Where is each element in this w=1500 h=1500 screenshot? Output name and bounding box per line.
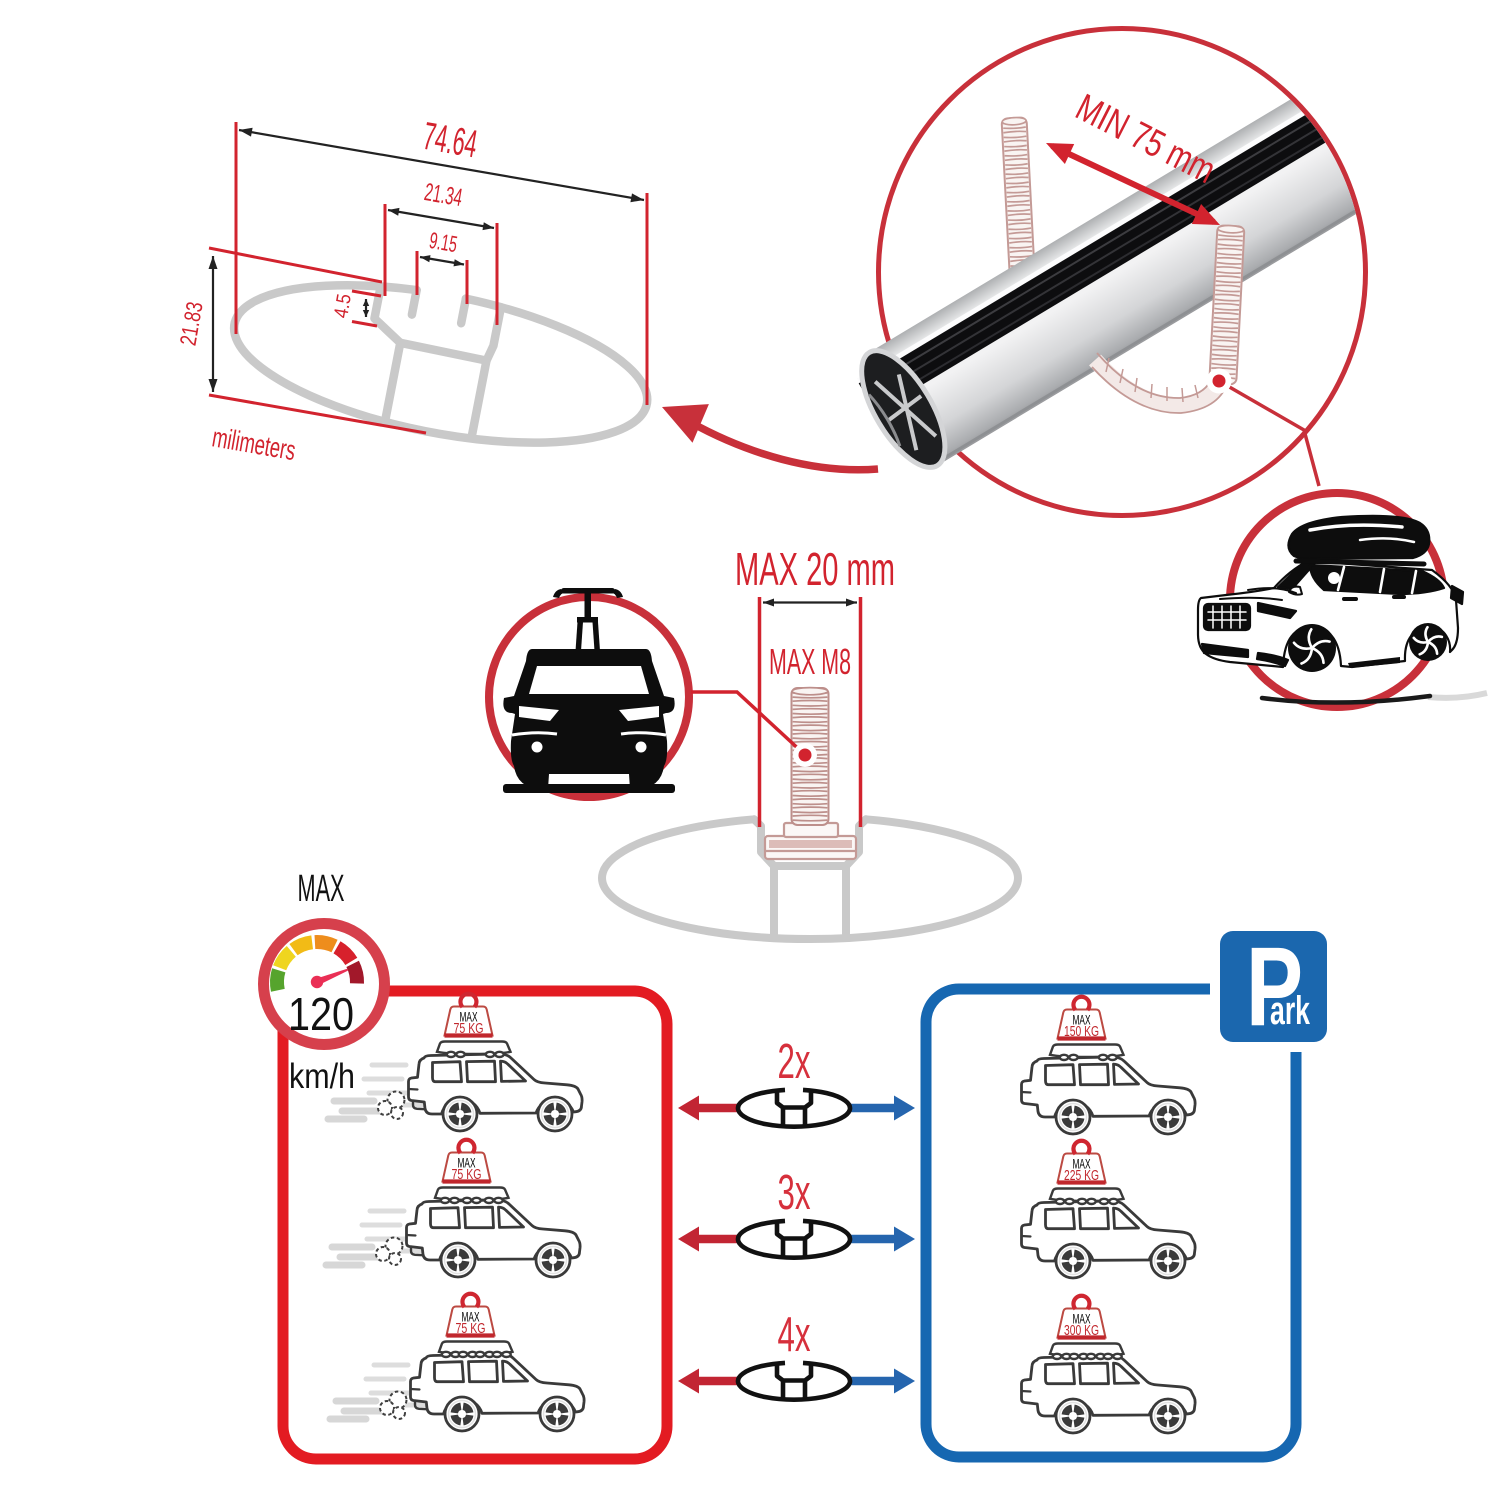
svg-text:75 KG: 75 KG (456, 1321, 486, 1337)
svg-text:MAX M8: MAX M8 (769, 641, 851, 682)
svg-text:km/h: km/h (289, 1057, 355, 1096)
svg-text:MAX: MAX (1073, 1311, 1091, 1327)
svg-text:74.64: 74.64 (420, 115, 481, 167)
svg-text:2x: 2x (778, 1035, 811, 1089)
svg-text:4x: 4x (778, 1308, 811, 1362)
svg-text:MAX: MAX (1073, 1012, 1091, 1028)
svg-text:MAX 20 mm: MAX 20 mm (735, 543, 895, 595)
svg-text:4.5: 4.5 (330, 292, 356, 319)
svg-text:ark: ark (1270, 989, 1310, 1033)
svg-text:MAX: MAX (1073, 1156, 1091, 1172)
svg-text:MAX: MAX (298, 868, 345, 910)
svg-text:MAX: MAX (460, 1009, 478, 1025)
svg-text:MAX: MAX (462, 1309, 480, 1325)
svg-text:75 KG: 75 KG (452, 1167, 482, 1183)
svg-text:21.34: 21.34 (422, 178, 464, 212)
svg-text:150 KG: 150 KG (1064, 1024, 1099, 1040)
svg-text:3x: 3x (778, 1166, 811, 1220)
svg-text:9.15: 9.15 (427, 227, 459, 257)
svg-text:225 KG: 225 KG (1064, 1168, 1099, 1184)
svg-text:MAX: MAX (458, 1155, 476, 1171)
svg-text:75 KG: 75 KG (454, 1021, 484, 1037)
svg-text:300 KG: 300 KG (1064, 1323, 1099, 1339)
svg-text:120: 120 (288, 988, 354, 1040)
svg-text:P: P (1246, 924, 1303, 1049)
